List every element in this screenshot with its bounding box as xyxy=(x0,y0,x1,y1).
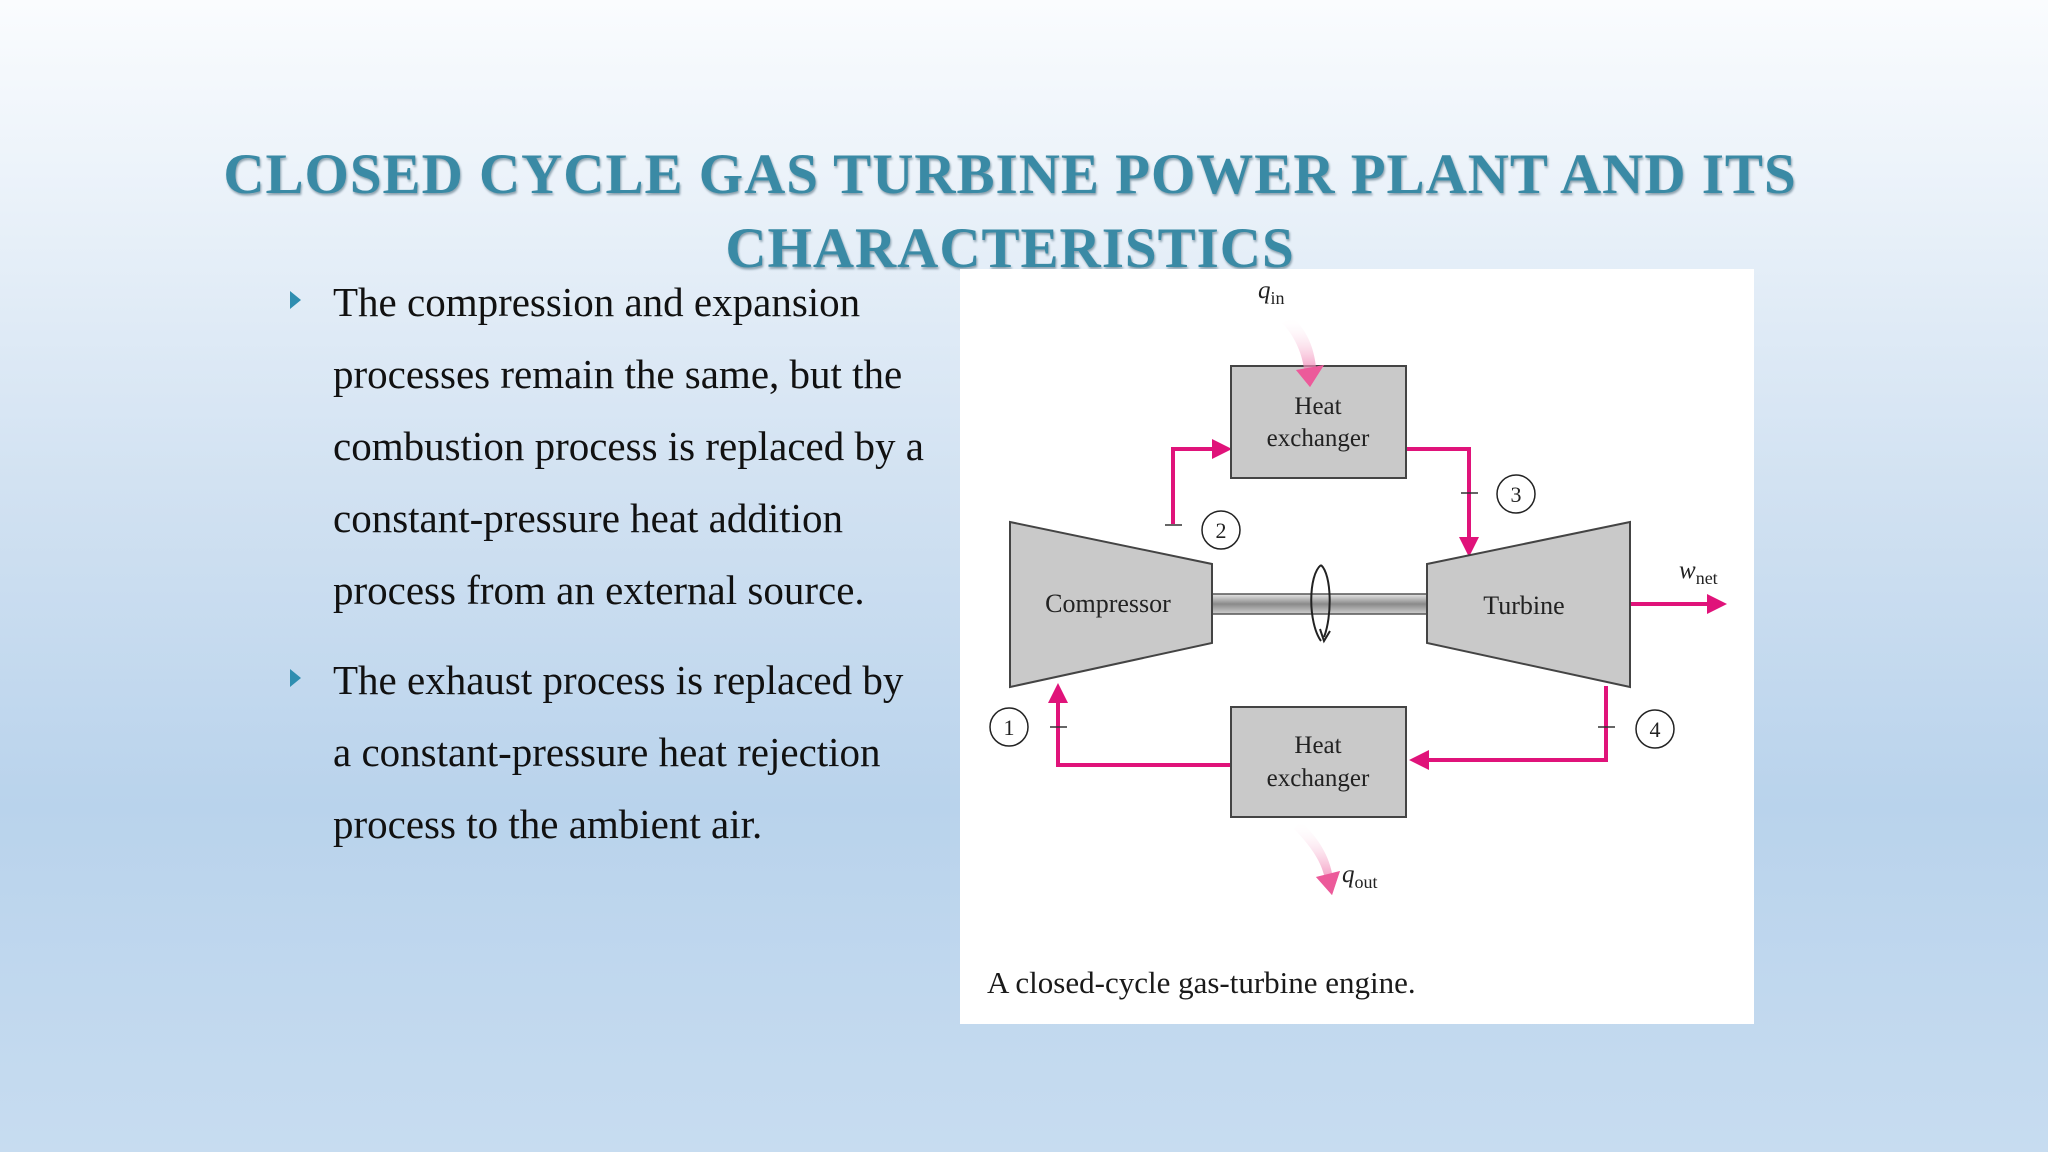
turbine xyxy=(1426,520,1631,689)
heat-in-arrow-icon xyxy=(1282,317,1324,387)
compressor xyxy=(1009,520,1213,689)
state-3-marker: 3 xyxy=(1496,474,1536,514)
figure-caption: A closed-cycle gas-turbine engine. xyxy=(987,965,1416,1000)
state-1-marker: 1 xyxy=(989,707,1029,747)
triangle-bullet-icon xyxy=(290,291,301,309)
bullet-item: The compression and expansion processes … xyxy=(286,266,926,626)
heat-out-arrow-icon xyxy=(1294,821,1340,895)
flow-lines xyxy=(1048,439,1727,770)
flow-line-heat-exchanger-to-3 xyxy=(1406,447,1479,557)
svg-text:4: 4 xyxy=(1650,717,1661,742)
flow-line-4-to-heat-exchanger xyxy=(1409,686,1608,770)
svg-text:1: 1 xyxy=(1004,715,1015,740)
heat-in-label: qin xyxy=(1258,277,1285,308)
rotation-arrow-icon xyxy=(1310,564,1331,644)
heat-exchanger-top xyxy=(1230,365,1407,479)
state-2-marker: 2 xyxy=(1201,510,1241,550)
state-4-marker: 4 xyxy=(1635,709,1675,749)
net-work-label: wnet xyxy=(1679,557,1718,588)
slide-title: CLOSED CYCLE GAS TURBINE POWER PLANT AND… xyxy=(223,143,1797,280)
heat-exchanger-bottom-label-1: Heat xyxy=(1294,732,1341,759)
svg-text:3: 3 xyxy=(1511,482,1522,507)
heat-exchanger-bottom xyxy=(1230,706,1407,818)
bullet-item: The exhaust process is replaced by a con… xyxy=(286,644,926,860)
heat-exchanger-bottom-label-2: exchanger xyxy=(1267,765,1370,792)
bullet-text: The compression and expansion processes … xyxy=(333,279,924,613)
heat-exchanger-top-label-2: exchanger xyxy=(1267,425,1370,452)
heat-out-label: qout xyxy=(1342,861,1378,892)
state-ticks xyxy=(1050,492,1615,728)
bullet-text: The exhaust process is replaced by a con… xyxy=(333,657,904,847)
cycle-diagram-figure: Compressor Turbine Heat exchanger Heat e… xyxy=(960,269,1754,1024)
bullet-list: The compression and expansion processes … xyxy=(286,266,926,860)
turbine-label: Turbine xyxy=(1483,591,1564,620)
flow-line-2-to-heat-exchanger xyxy=(1171,439,1232,524)
flow-line-heat-exchanger-to-1 xyxy=(1048,683,1231,767)
shaft xyxy=(1209,593,1429,615)
compressor-label: Compressor xyxy=(1045,589,1171,618)
heat-exchanger-top-label-1: Heat xyxy=(1294,393,1341,420)
cycle-diagram: Compressor Turbine Heat exchanger Heat e… xyxy=(989,277,1727,895)
triangle-bullet-icon xyxy=(290,669,301,687)
svg-text:2: 2 xyxy=(1216,518,1227,543)
